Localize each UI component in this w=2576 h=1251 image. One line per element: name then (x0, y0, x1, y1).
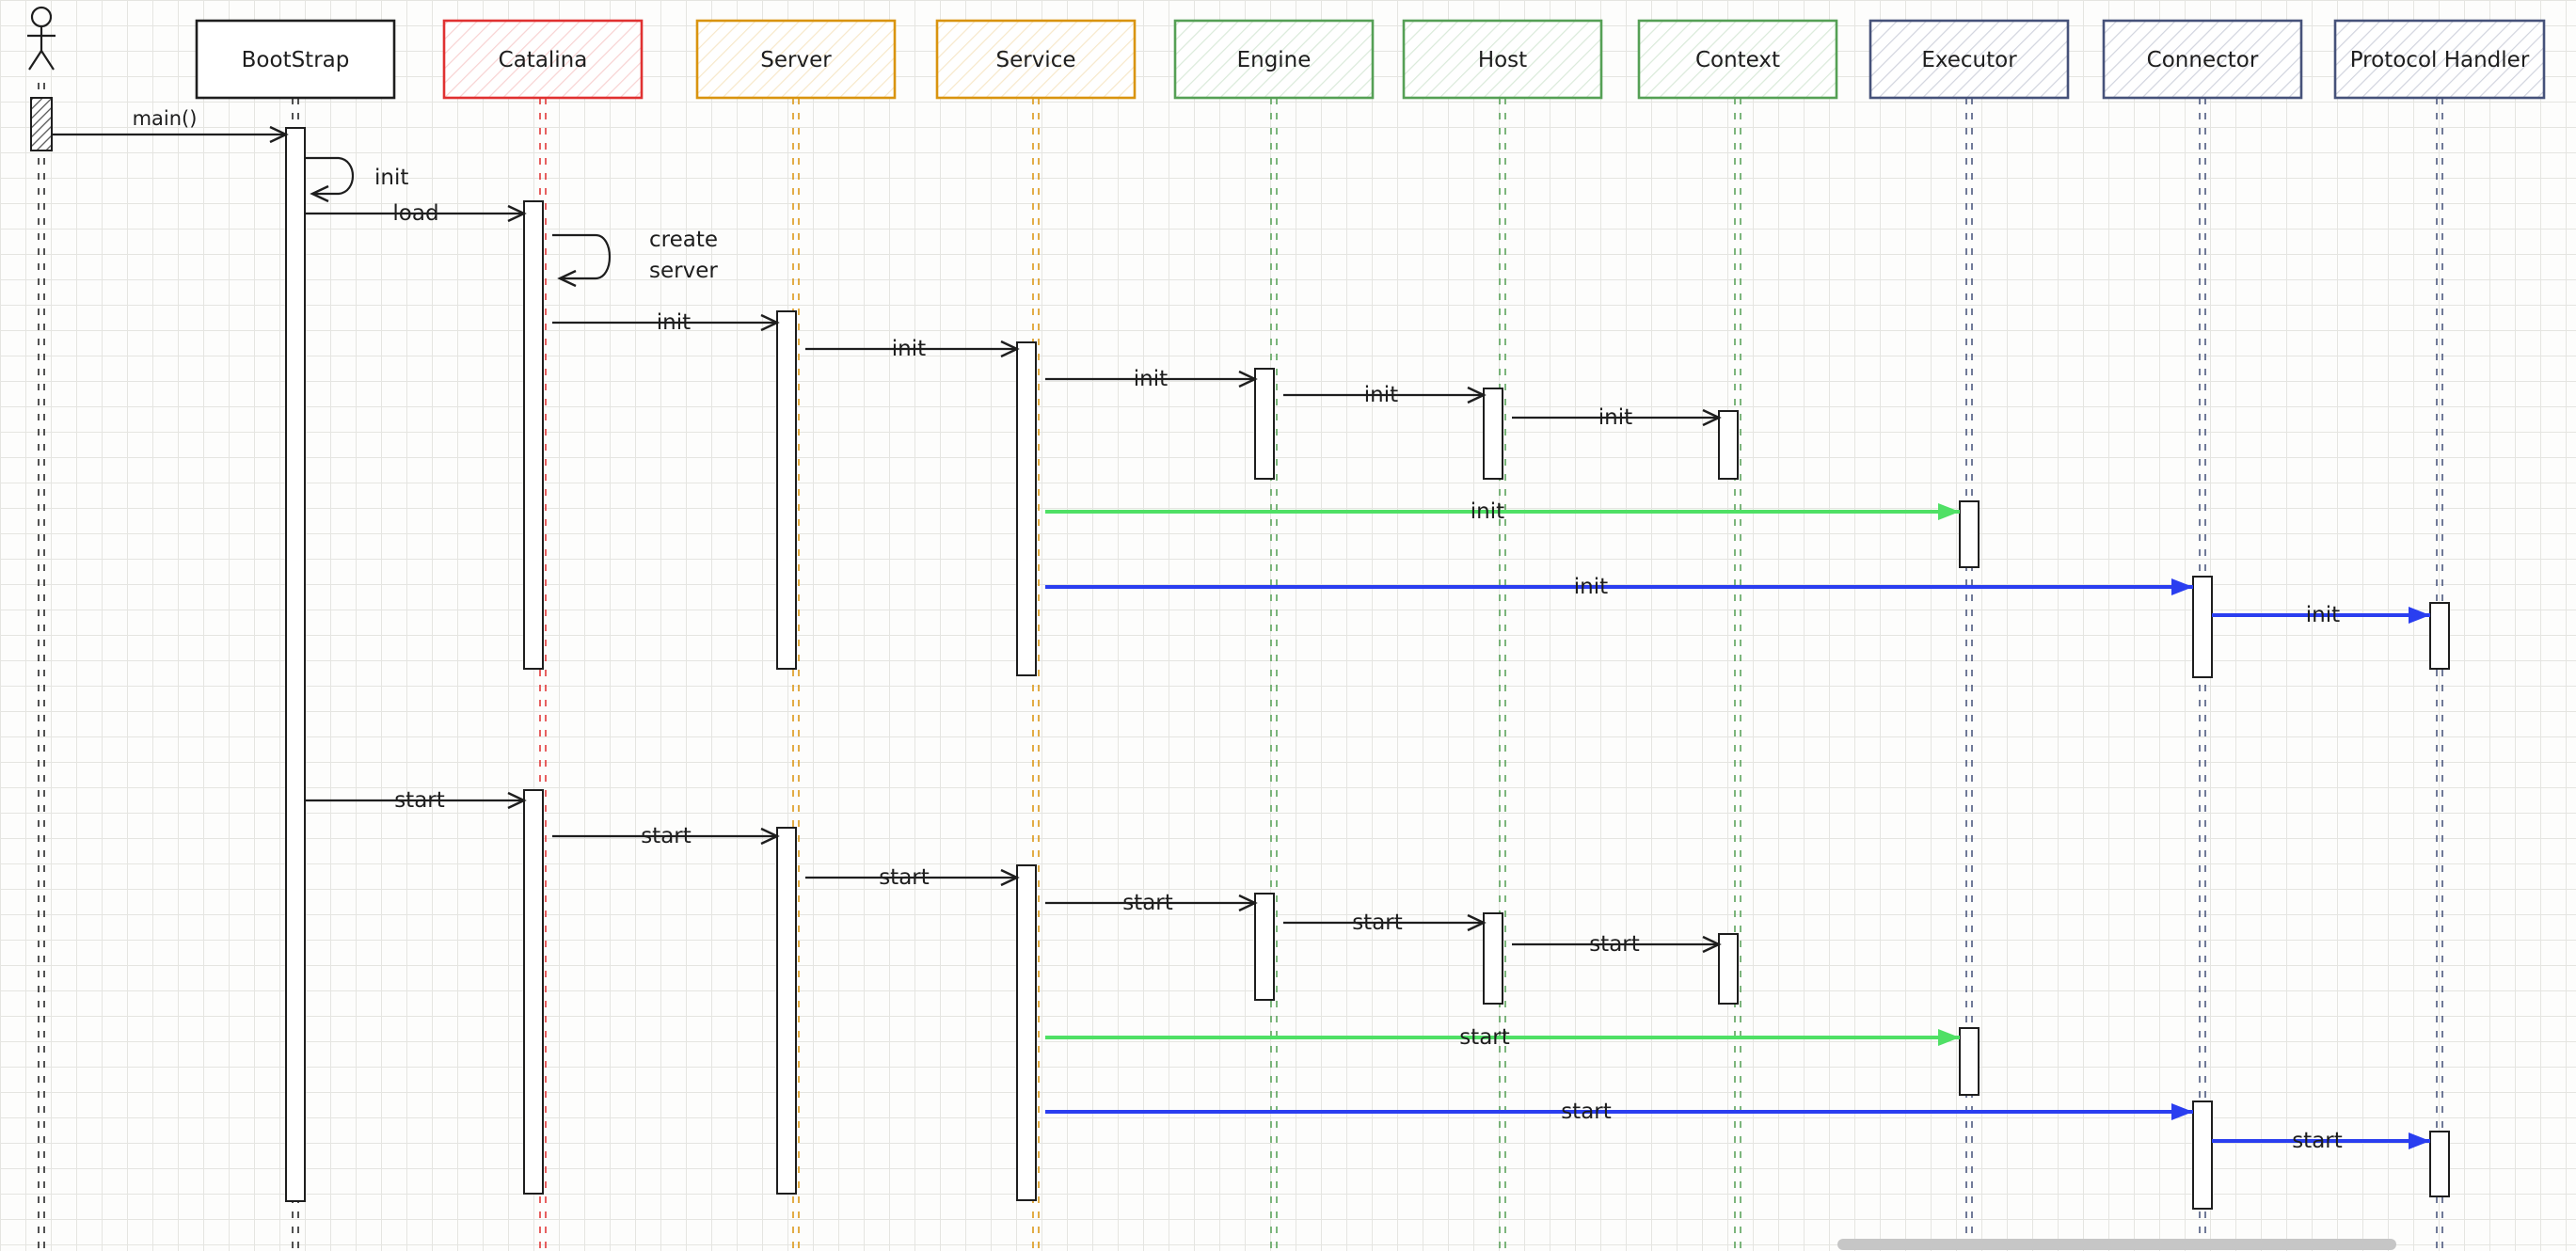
init-label: init (1471, 499, 1504, 524)
init-label: init (892, 337, 926, 361)
load-label: load (392, 201, 438, 226)
activation-bars (285, 127, 2450, 1210)
message-start-bootstrap-catalina: start (305, 788, 527, 813)
message-init-service-executor: init (1045, 499, 1960, 524)
start-label: start (394, 788, 445, 813)
protocol-handler-box (2333, 19, 2546, 100)
activation-executor-start (1959, 1027, 1980, 1096)
engine-label: Engine (1237, 48, 1312, 72)
self-init-arrow (305, 156, 354, 203)
init-label: init (1598, 405, 1632, 430)
service-label: Service (995, 48, 1075, 72)
actor-leg-icon (28, 50, 42, 71)
activation-server-init (776, 310, 797, 670)
host-box (1402, 19, 1603, 100)
init-label: init (1574, 575, 1608, 599)
activation-protocol-init (2429, 602, 2450, 670)
start-label: start (641, 824, 692, 848)
self-init-label: init (374, 166, 408, 190)
message-init-service-engine: init (1045, 367, 1258, 391)
activation-connector-init (2192, 576, 2213, 678)
participant-host: Host (1402, 19, 1603, 1251)
activation-executor-init (1959, 500, 1980, 568)
catalina-label: Catalina (499, 48, 588, 72)
main-label: main() (133, 107, 198, 130)
message-init-catalina-server: init (552, 310, 780, 335)
start-label: start (1561, 1100, 1612, 1124)
message-init-engine-host: init (1283, 383, 1487, 407)
participant-catalina: Catalina (442, 19, 644, 1251)
start-label: start (1122, 891, 1173, 915)
message-load: load (305, 201, 527, 226)
message-init-server-service: init (805, 337, 1020, 361)
catalina-box (442, 19, 644, 100)
participant-executor: Executor (1868, 19, 2070, 1251)
participant-server: Server (695, 19, 897, 1251)
create-server-arrow (552, 233, 612, 288)
participant-engine: Engine (1173, 19, 1375, 1251)
bootstrap-box (195, 19, 396, 100)
start-label: start (879, 865, 930, 890)
start-label: start (2292, 1129, 2343, 1153)
activation-bootstrap (285, 127, 306, 1202)
actor (27, 6, 56, 1251)
message-start-connector-protocol: start (2212, 1129, 2430, 1153)
init-label: init (1364, 383, 1398, 407)
executor-label: Executor (1921, 48, 2017, 72)
init-label: init (657, 310, 691, 335)
activation-service-init (1016, 341, 1037, 676)
service-box (935, 19, 1137, 100)
activation-catalina-init (523, 200, 544, 670)
activation-catalina-start (523, 789, 544, 1195)
message-start-service-executor: start (1045, 1025, 1960, 1050)
message-start-engine-host: start (1283, 911, 1487, 935)
actor-activation (30, 97, 53, 151)
participant-protocol-handler: Protocol Handler (2333, 19, 2546, 1251)
start-label: start (1589, 932, 1640, 957)
activation-engine-init (1254, 368, 1275, 480)
executor-box (1868, 19, 2070, 100)
context-label: Context (1695, 48, 1780, 72)
activation-host-start (1483, 912, 1503, 1005)
start-label: start (1352, 911, 1403, 935)
protocol-handler-label: Protocol Handler (2350, 48, 2530, 72)
actor-head-icon (30, 6, 53, 28)
message-start-host-context: start (1512, 932, 1722, 957)
activation-connector-start (2192, 1101, 2213, 1210)
message-init-host-context: init (1512, 405, 1722, 430)
activation-context-start (1718, 933, 1739, 1005)
host-label: Host (1478, 48, 1527, 72)
message-bootstrap-self-init: init (305, 156, 408, 203)
activation-context-init (1718, 410, 1739, 480)
start-label: start (1459, 1025, 1510, 1050)
create-server-label-line2: server (649, 259, 718, 283)
message-start-server-service: start (805, 865, 1020, 890)
message-main: main() (53, 107, 289, 144)
activation-host-init (1483, 388, 1503, 480)
message-init-connector-protocol: init (2212, 603, 2430, 627)
server-box (695, 19, 897, 100)
message-start-service-engine: start (1045, 891, 1258, 915)
actor-leg-icon (40, 50, 55, 71)
init-label: init (2306, 603, 2340, 627)
message-start-service-connector: start (1045, 1100, 2193, 1124)
create-server-label-line1: create (649, 228, 718, 252)
activation-engine-start (1254, 893, 1275, 1001)
horizontal-scrollbar-thumb[interactable] (1837, 1239, 2396, 1250)
engine-box (1173, 19, 1375, 100)
connector-box (2102, 19, 2303, 100)
bootstrap-label: BootStrap (242, 48, 350, 72)
server-label: Server (760, 48, 832, 72)
activation-protocol-start (2429, 1131, 2450, 1197)
message-start-catalina-server: start (552, 824, 780, 848)
message-init-service-connector: init (1045, 575, 2193, 599)
activation-service-start (1016, 864, 1037, 1201)
activation-server-start (776, 827, 797, 1195)
connector-label: Connector (2147, 48, 2259, 72)
message-create-server: create server (552, 228, 718, 288)
init-label: init (1134, 367, 1168, 391)
context-box (1637, 19, 1838, 100)
participant-context: Context (1637, 19, 1838, 1251)
